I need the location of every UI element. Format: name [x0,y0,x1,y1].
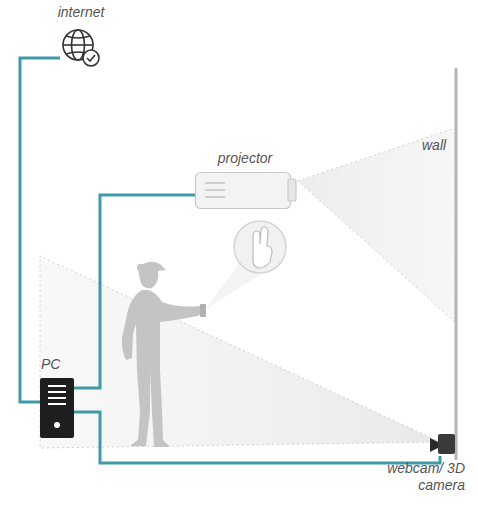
cable-line [74,412,440,463]
projector-device: projector [195,172,297,209]
cable-connector [74,195,195,388]
internet-globe-icon: internet [60,27,97,66]
hand-callout [234,221,286,273]
device-label: projector [195,150,295,167]
projector-device-shape [195,172,297,209]
internet-globe-icon-shape [60,27,97,66]
webcam-device-shape [430,432,455,456]
wall-line [455,68,458,460]
device-label: internet [46,4,116,21]
pc-tower-shape [40,378,74,438]
device-label: webcam/ 3D camera [383,460,465,494]
cable-connector [20,58,60,402]
projector-beam [298,128,455,322]
person-figure [122,262,206,447]
device-label: PC [41,356,81,373]
cable-line [74,195,195,388]
wall-label: wall [422,137,446,154]
webcam-device: webcam/ 3D camera [430,432,455,456]
two-finger-hand [253,227,272,268]
cable-connector [74,412,440,463]
cable-line [20,58,60,402]
pc-tower: PC [40,378,74,438]
